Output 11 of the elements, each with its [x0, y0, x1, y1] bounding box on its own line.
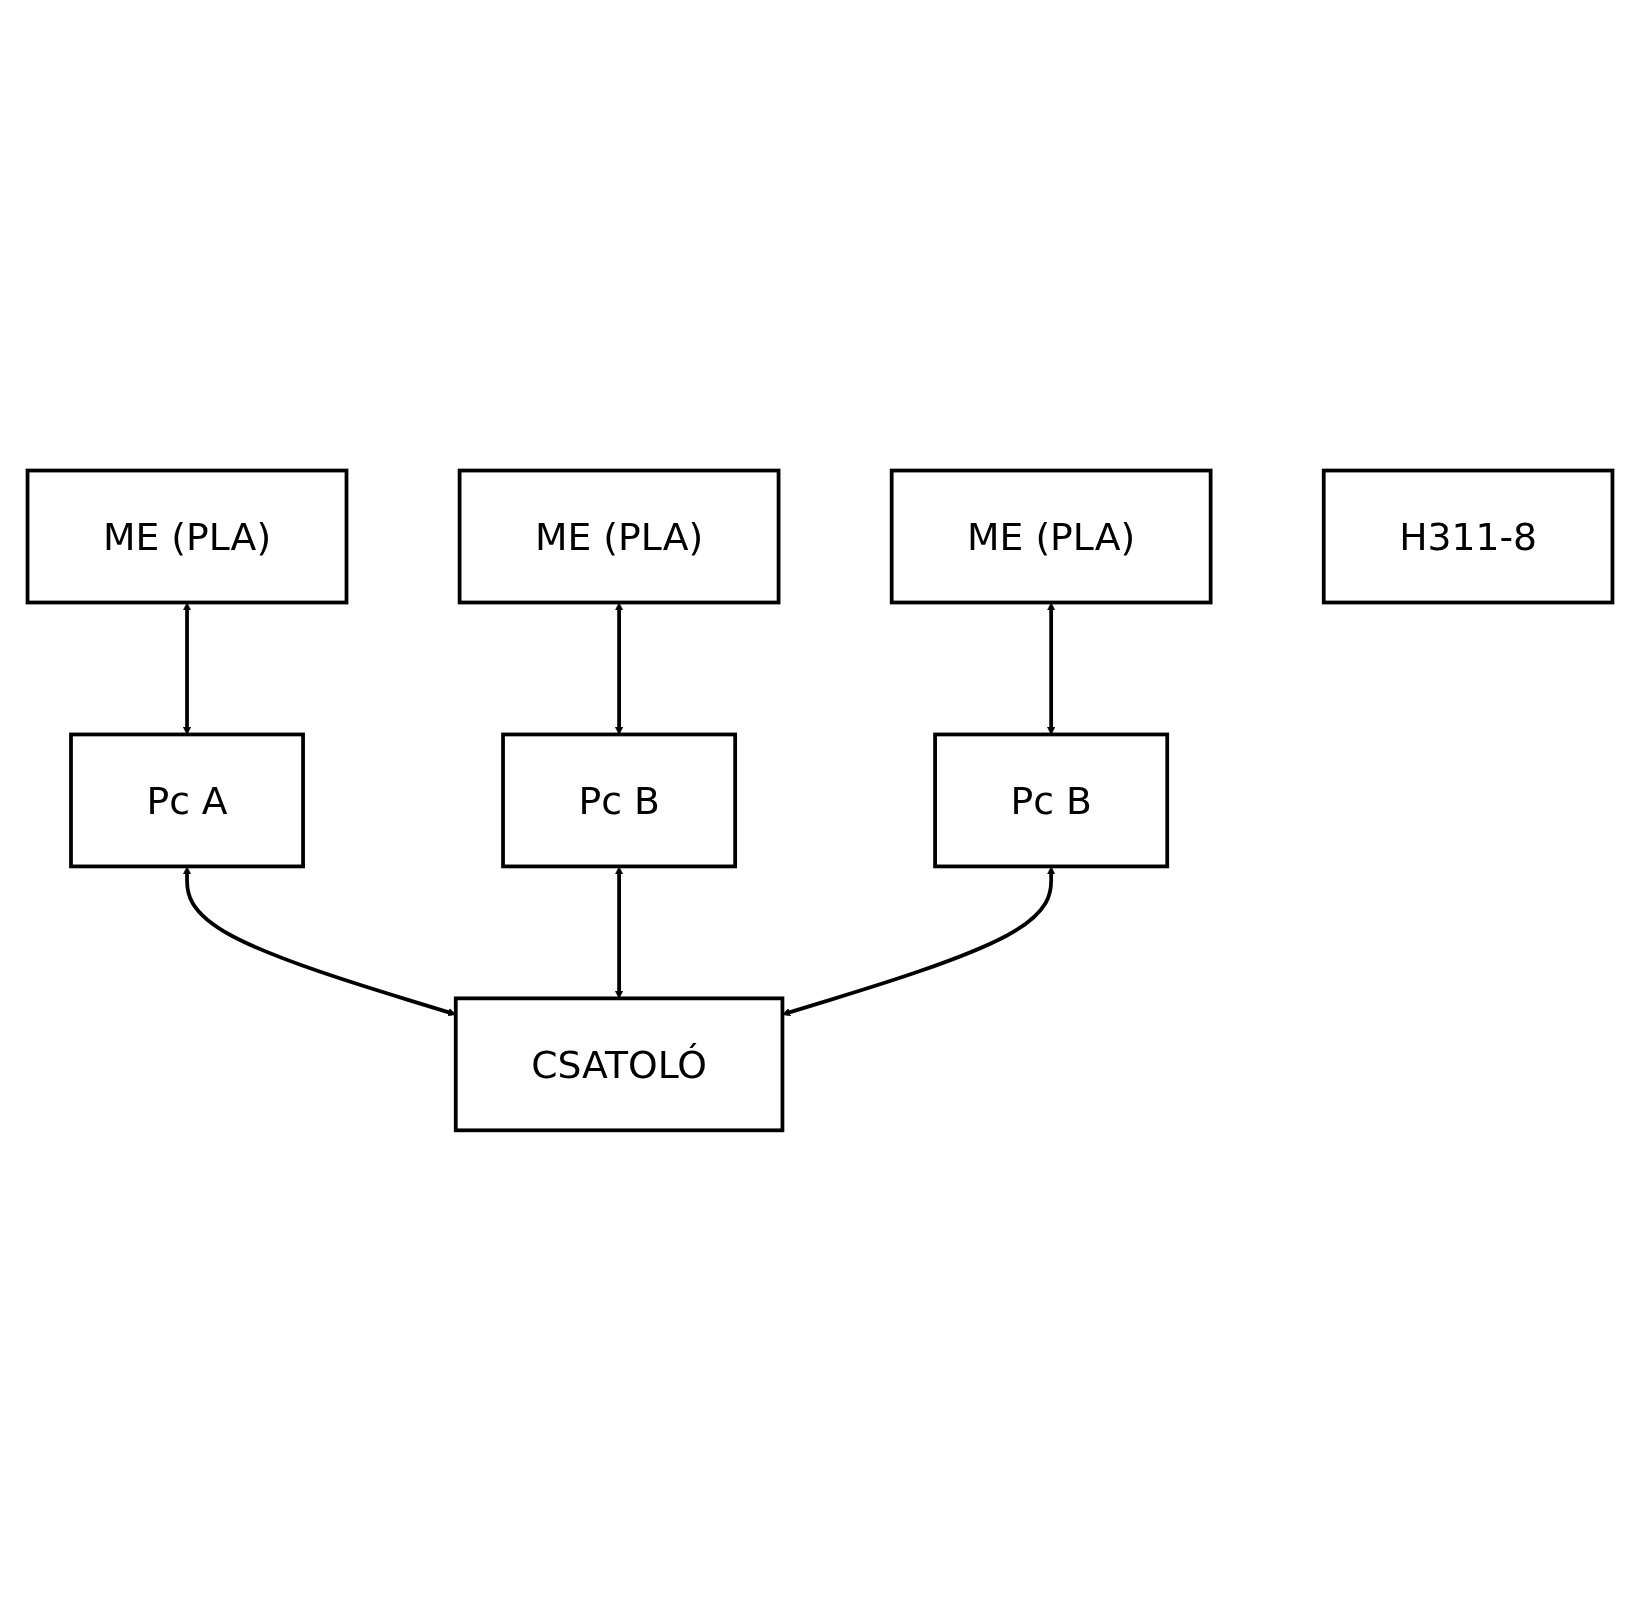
- node-box: ME (PLA): [889, 468, 1213, 604]
- node-box: CSATOLÓ: [453, 996, 785, 1132]
- arrow: [614, 602, 624, 735]
- node-box: ME (PLA): [457, 468, 781, 604]
- arrow: [182, 602, 192, 735]
- node-box: ME (PLA): [25, 468, 349, 604]
- arrow: [1047, 602, 1056, 735]
- node-box: H311-8: [1321, 468, 1615, 604]
- node-box: Pc B: [933, 732, 1170, 868]
- node-box: Pc B: [501, 732, 738, 868]
- node-box: Pc A: [69, 732, 305, 868]
